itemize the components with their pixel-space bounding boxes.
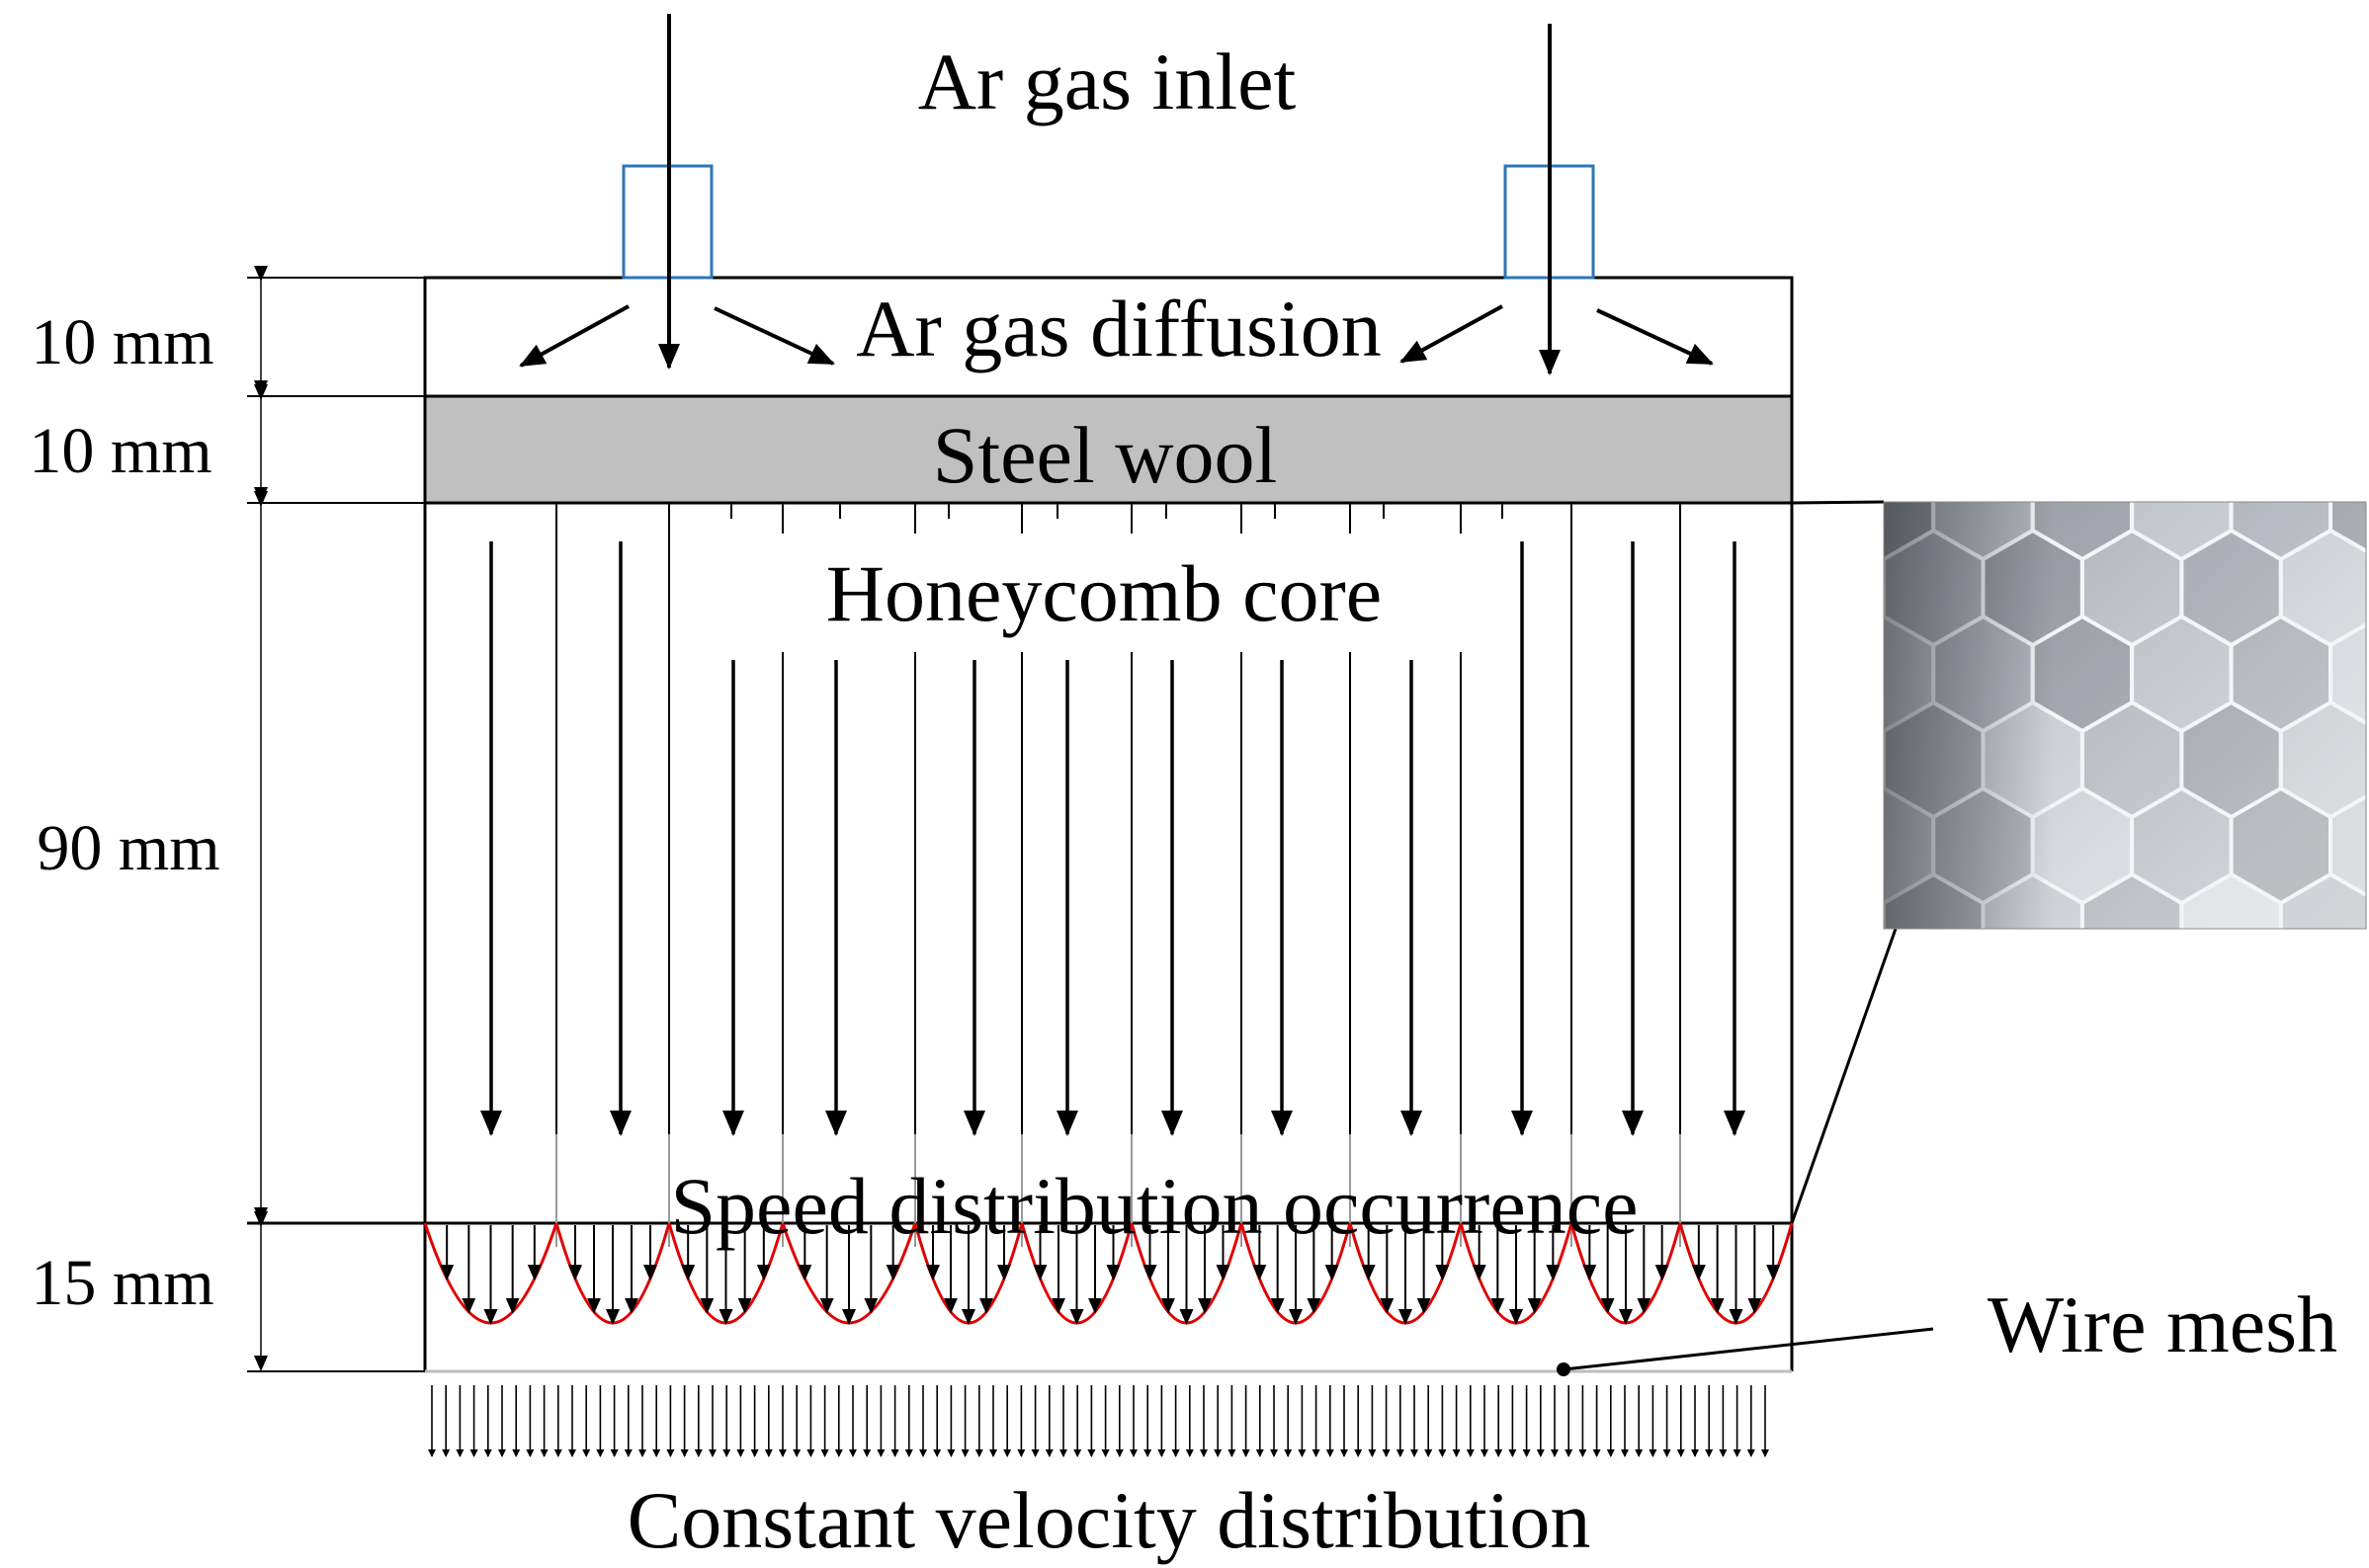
hex-cell [1734, 788, 1834, 903]
photo-leader-bottom [1790, 928, 1898, 1224]
hex-cell [1884, 556, 1886, 619]
diffusion-arrow-1 [519, 304, 630, 368]
photo-leader-top [1791, 500, 1885, 505]
dimension-label-4: 15 mm [31, 1247, 213, 1319]
hex-cell [1734, 617, 1834, 731]
velocity-profiles [423, 1222, 1794, 1325]
dimension-lines [247, 266, 425, 1372]
dimension-label-1: 10 mm [31, 306, 213, 378]
honeycomb-flow-arrows [480, 541, 1745, 1136]
hex-cell [1884, 359, 1984, 473]
dimension-label-3: 90 mm [37, 812, 219, 884]
hex-cell [1785, 359, 1885, 473]
dimension-label-2: 10 mm [29, 415, 212, 487]
wire-mesh-pointer [1563, 1327, 1934, 1371]
hex-cell [1884, 728, 1886, 791]
hex-cell [1984, 359, 2082, 473]
honeycomb-label: Honeycomb core [826, 548, 1382, 638]
speed-distribution-label: Speed distribution occurrence [670, 1161, 1638, 1251]
wire-mesh-dot [1557, 1362, 1570, 1376]
constant-velocity-label: Constant velocity distribution [628, 1475, 1591, 1565]
hex-cell [2082, 359, 2182, 473]
hex-cell [1884, 900, 1886, 929]
inlet-label: Ar gas inlet [918, 37, 1297, 126]
honeycomb-photo [1734, 359, 2369, 1224]
diffusion-label: Ar gas diffusion [856, 284, 1381, 373]
wire-mesh-label: Wire mesh [1988, 1279, 2337, 1369]
uniform-flow-arrows [428, 1385, 1769, 1457]
inlets [519, 14, 1714, 375]
steel-wool-layer [423, 394, 1794, 505]
steel-wool-label: Steel wool [933, 410, 1277, 500]
diffusion-arrow-3 [1399, 304, 1503, 364]
hex-cell [2281, 359, 2369, 473]
diffusion-arrow-2 [714, 306, 835, 366]
housing [247, 276, 1794, 1373]
diffusion-arrow-4 [1596, 308, 1714, 366]
hex-cell [2181, 359, 2280, 473]
